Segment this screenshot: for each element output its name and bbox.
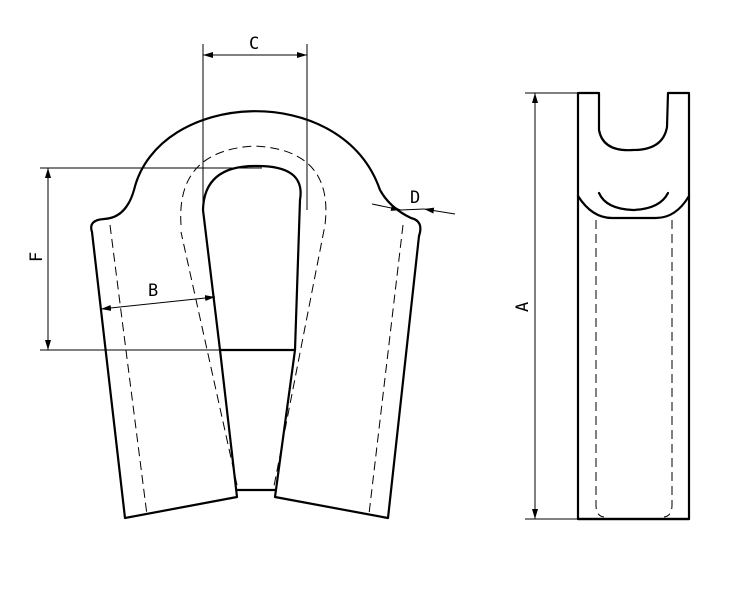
dimension-f-label: F bbox=[27, 252, 47, 262]
side-view-inner-edge bbox=[597, 191, 670, 212]
dimension-b-label: B bbox=[148, 281, 158, 301]
dimension-a: A bbox=[513, 92, 578, 520]
dimension-b: B bbox=[100, 281, 216, 311]
side-view-outer-contour bbox=[576, 91, 691, 521]
side-view: A bbox=[513, 91, 691, 521]
side-view-groove-edge bbox=[576, 194, 691, 220]
dimension-c: C bbox=[202, 34, 308, 210]
front-view-outer-contour bbox=[90, 110, 422, 520]
side-view-hidden-groove bbox=[595, 220, 673, 518]
dimension-d: D bbox=[371, 188, 456, 215]
dimension-f: F bbox=[27, 167, 262, 351]
front-view: C F B D bbox=[27, 34, 456, 520]
front-view-hidden-groove bbox=[109, 145, 404, 516]
dimension-a-label: A bbox=[513, 302, 533, 312]
front-view-throat-edges bbox=[218, 348, 297, 492]
dimension-c-label: C bbox=[249, 34, 259, 54]
dimension-d-label: D bbox=[410, 188, 420, 208]
